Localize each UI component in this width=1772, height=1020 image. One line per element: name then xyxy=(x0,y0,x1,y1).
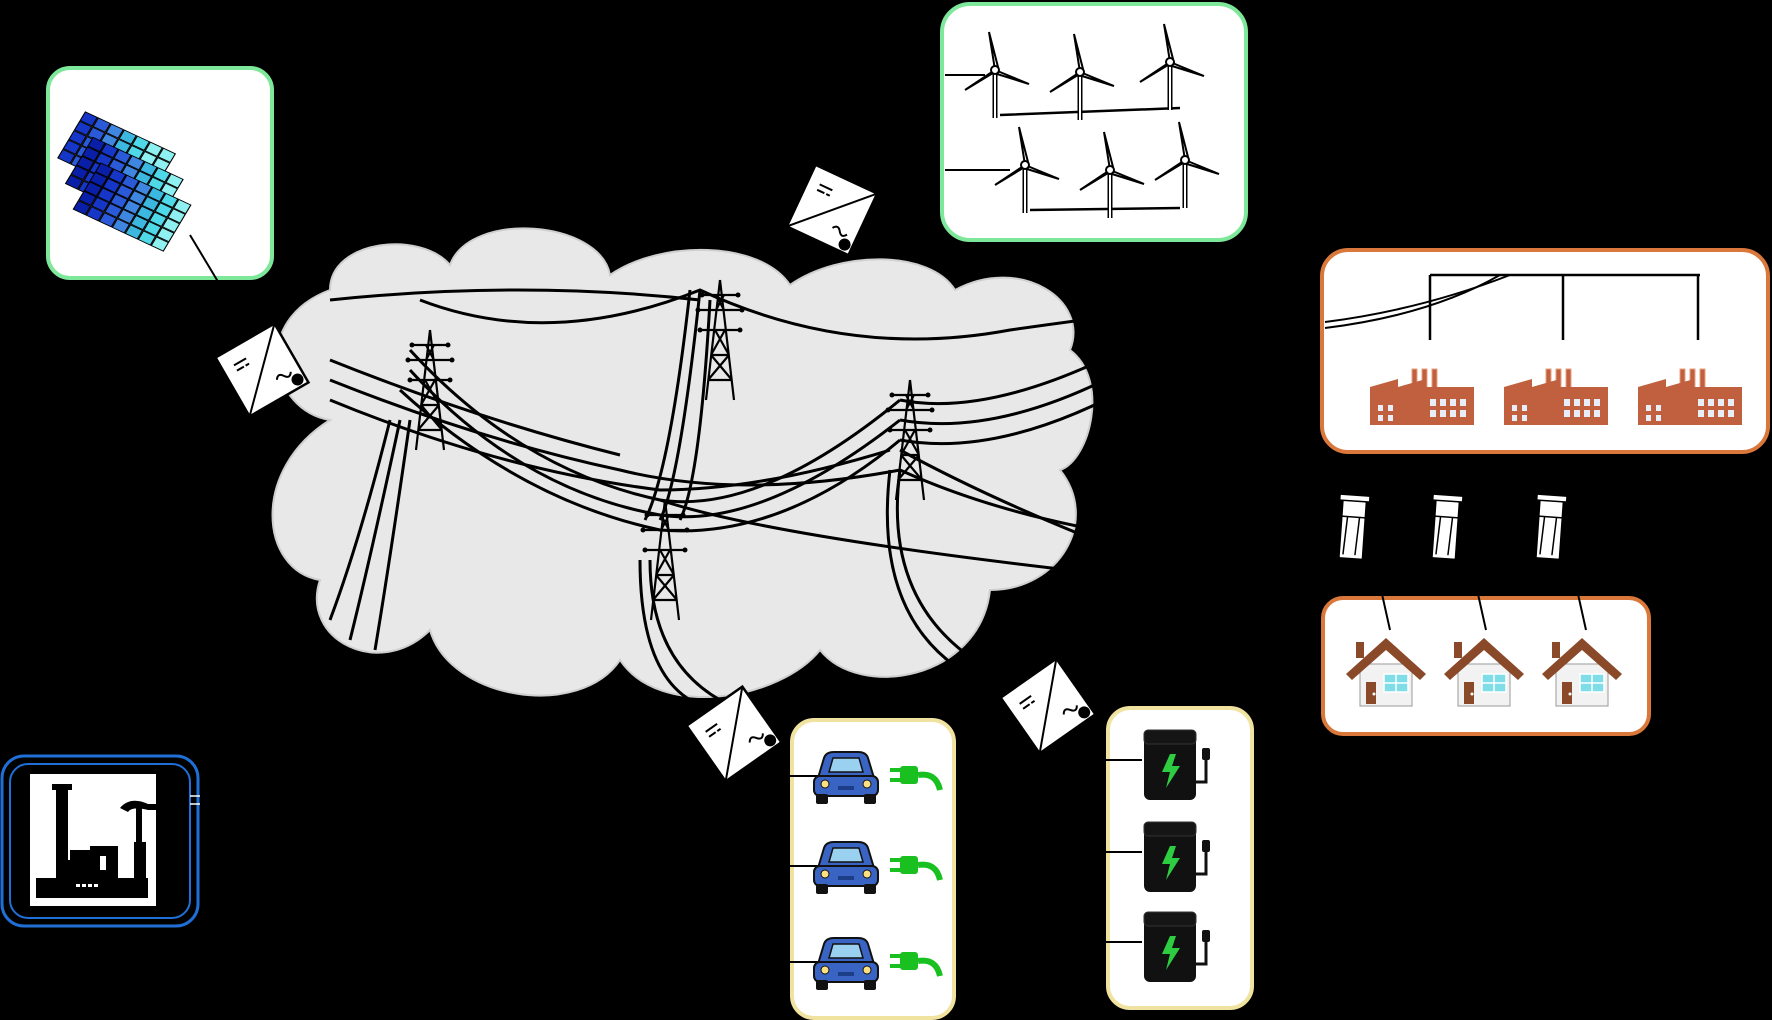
solar-cell xyxy=(98,212,118,228)
electric-car-icon xyxy=(813,751,879,805)
solar-cell xyxy=(128,189,147,206)
solar-cell xyxy=(96,187,116,203)
residential-load-box xyxy=(1321,593,1651,736)
solar-cell xyxy=(154,202,173,218)
solar-cell xyxy=(78,190,97,207)
ev-charging-box xyxy=(790,718,956,1020)
solar-cell xyxy=(135,205,155,221)
solar-cell xyxy=(102,177,121,194)
solar-cell xyxy=(73,120,93,137)
solar-cell xyxy=(92,117,112,133)
solar-cell xyxy=(146,186,166,203)
solar-cell xyxy=(148,211,168,227)
industrial-load-box xyxy=(1320,248,1770,454)
solar-panel-icon xyxy=(57,111,192,252)
solar-cell xyxy=(156,226,175,243)
solar-cell xyxy=(157,147,177,164)
solar-cell xyxy=(143,220,162,237)
solar-cell xyxy=(159,192,179,209)
solar-cell xyxy=(118,129,138,145)
inverter-icon xyxy=(999,657,1097,755)
power-plant-icon xyxy=(36,784,160,898)
distribution-transformers xyxy=(1334,493,1569,561)
solar-cell xyxy=(165,173,184,189)
solar-cell xyxy=(111,218,131,234)
solar-cell xyxy=(126,154,145,171)
solar-cell xyxy=(83,181,103,197)
solar-cell xyxy=(133,180,153,197)
solar-cell xyxy=(107,168,127,184)
solar-cell xyxy=(139,161,158,177)
solar-cell xyxy=(120,174,140,190)
solar-cell xyxy=(104,202,123,219)
solar-cell xyxy=(141,196,160,212)
solar-cell xyxy=(131,135,151,151)
solar-cell xyxy=(152,167,171,183)
solar-cell xyxy=(91,196,110,213)
pole-transformer-icon xyxy=(1427,493,1465,561)
solar-cell xyxy=(144,141,164,157)
solar-cell xyxy=(130,214,149,231)
solar-cell xyxy=(87,136,106,153)
transmission-tower-icon xyxy=(1139,313,1191,437)
solar-cell xyxy=(64,174,84,190)
solar-cell xyxy=(115,183,134,200)
solar-cell xyxy=(57,148,76,165)
solar-cell xyxy=(62,139,82,155)
solar-cell xyxy=(109,193,129,209)
solar-cell xyxy=(172,198,192,215)
inverter-icon xyxy=(685,685,783,783)
solar-cell xyxy=(100,142,119,159)
solar-cell xyxy=(105,123,125,139)
wind-farm-box xyxy=(940,2,1248,242)
electric-car-icon xyxy=(813,841,879,895)
solar-cell xyxy=(167,208,186,224)
battery-storage-box xyxy=(1106,706,1254,1010)
pole-transformer-icon xyxy=(1531,493,1569,561)
solar-cell xyxy=(81,146,101,162)
solar-cell xyxy=(94,162,114,178)
solar-cell xyxy=(72,199,92,216)
solar-cell xyxy=(76,155,95,172)
solar-cell xyxy=(122,199,142,215)
grid-cloud xyxy=(271,227,1094,698)
solar-link xyxy=(189,234,221,286)
solar-cell xyxy=(85,206,105,222)
solar-cell xyxy=(70,164,90,181)
solar-cell xyxy=(124,224,144,240)
electric-car-icon xyxy=(813,937,879,991)
solar-cell xyxy=(161,217,181,234)
solar-cell xyxy=(79,111,99,127)
solar-cell xyxy=(113,148,132,165)
solar-cell xyxy=(150,236,170,252)
inverter-icon xyxy=(785,163,879,257)
solar-cell xyxy=(89,171,108,188)
solar-cell xyxy=(68,129,87,146)
solar-cell xyxy=(137,230,157,246)
conventional-plant-box xyxy=(0,754,200,928)
solar-cell xyxy=(117,208,136,225)
pole-transformer-icon xyxy=(1334,493,1372,561)
solar-farm-box xyxy=(46,66,274,286)
